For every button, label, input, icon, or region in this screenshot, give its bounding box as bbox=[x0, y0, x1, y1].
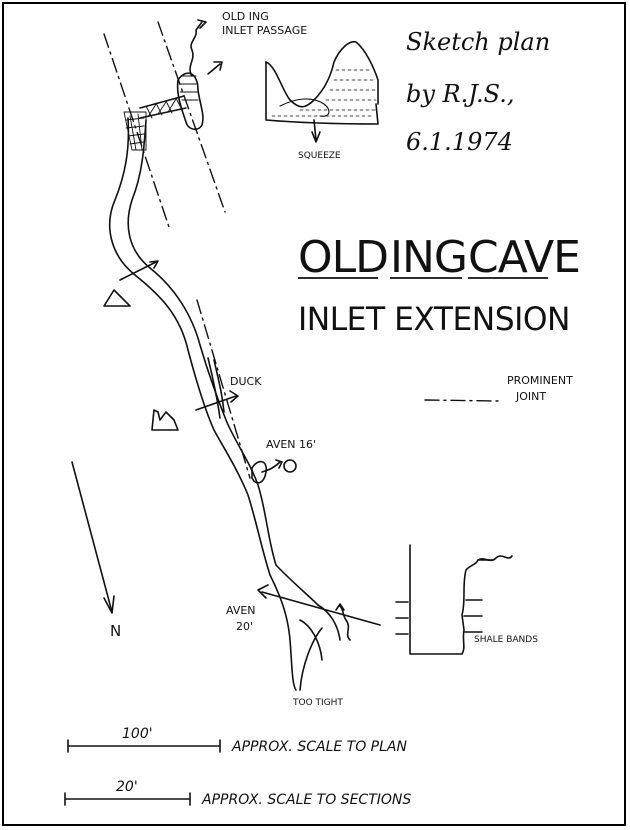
joint-legend-line bbox=[424, 399, 499, 402]
squeeze-section bbox=[265, 40, 379, 143]
section-cut-duck bbox=[195, 395, 237, 411]
joint-lines bbox=[103, 21, 499, 479]
plan-scale-value: 100' bbox=[122, 726, 153, 742]
label-old-ing-inlet-2: INLET PASSAGE bbox=[222, 24, 307, 37]
inlet-chamber bbox=[176, 72, 204, 131]
boulder-symbol bbox=[103, 289, 131, 307]
north-arrow bbox=[71, 461, 113, 613]
label-too-tight: TOO TIGHT bbox=[292, 698, 343, 708]
label-old-ing-inlet-1: OLD ING bbox=[222, 10, 269, 23]
aven16-arrow bbox=[261, 459, 283, 473]
label-aven20-2: 20' bbox=[236, 620, 253, 633]
label-aven16: AVEN 16' bbox=[266, 438, 316, 451]
title-word-ing: ING bbox=[390, 232, 467, 283]
joint-line-1 bbox=[103, 33, 171, 231]
section-cut-aven20 bbox=[261, 591, 381, 626]
passage-left-wall bbox=[108, 117, 297, 691]
connecting-crawl bbox=[139, 95, 187, 119]
joint-line-3 bbox=[196, 299, 251, 479]
sections-scale-label: APPROX. SCALE TO SECTIONS bbox=[201, 792, 411, 808]
label-shale-bands: SHALE BANDS bbox=[474, 635, 538, 645]
title-word-old: OLD bbox=[298, 232, 388, 283]
title-word-cave: CAVE bbox=[468, 232, 580, 283]
label-squeeze: SQUEEZE bbox=[298, 151, 341, 161]
sketch-note-line2: by R.J.S., bbox=[406, 80, 514, 108]
label-aven20-1: AVEN bbox=[226, 604, 256, 617]
aven16-chamber bbox=[251, 460, 268, 484]
label-duck: DUCK bbox=[230, 375, 262, 388]
aven20-section bbox=[395, 544, 513, 655]
title-line2: INLET EXTENSION bbox=[298, 300, 570, 338]
duck-passage bbox=[207, 357, 225, 419]
aven16-circle bbox=[283, 459, 297, 473]
label-prominent: PROMINENT bbox=[507, 374, 573, 387]
map-texts: OLD ING INLET PASSAGE Sketch plan by R.J… bbox=[110, 10, 581, 808]
label-north: N bbox=[110, 622, 121, 640]
inlet-passage-stream bbox=[189, 21, 203, 77]
plan-scale-label: APPROX. SCALE TO PLAN bbox=[231, 739, 408, 755]
joint-line-2 bbox=[157, 21, 226, 213]
sections-scale-bar bbox=[64, 792, 191, 806]
sketch-note-line1: Sketch plan bbox=[406, 28, 550, 56]
section-cut-1 bbox=[119, 261, 157, 281]
label-joint: JOINT bbox=[515, 390, 546, 403]
crosshatch bbox=[123, 75, 199, 151]
plan-scale-bar bbox=[67, 739, 221, 753]
passage-branch bbox=[299, 619, 323, 691]
sketch-note-line3: 6.1.1974 bbox=[406, 128, 513, 156]
aven20-arrow bbox=[339, 605, 351, 641]
section-cut-top bbox=[207, 63, 221, 75]
passage-right-wall bbox=[127, 119, 319, 606]
formation-symbol bbox=[151, 409, 179, 431]
sections-scale-value: 20' bbox=[116, 779, 138, 795]
